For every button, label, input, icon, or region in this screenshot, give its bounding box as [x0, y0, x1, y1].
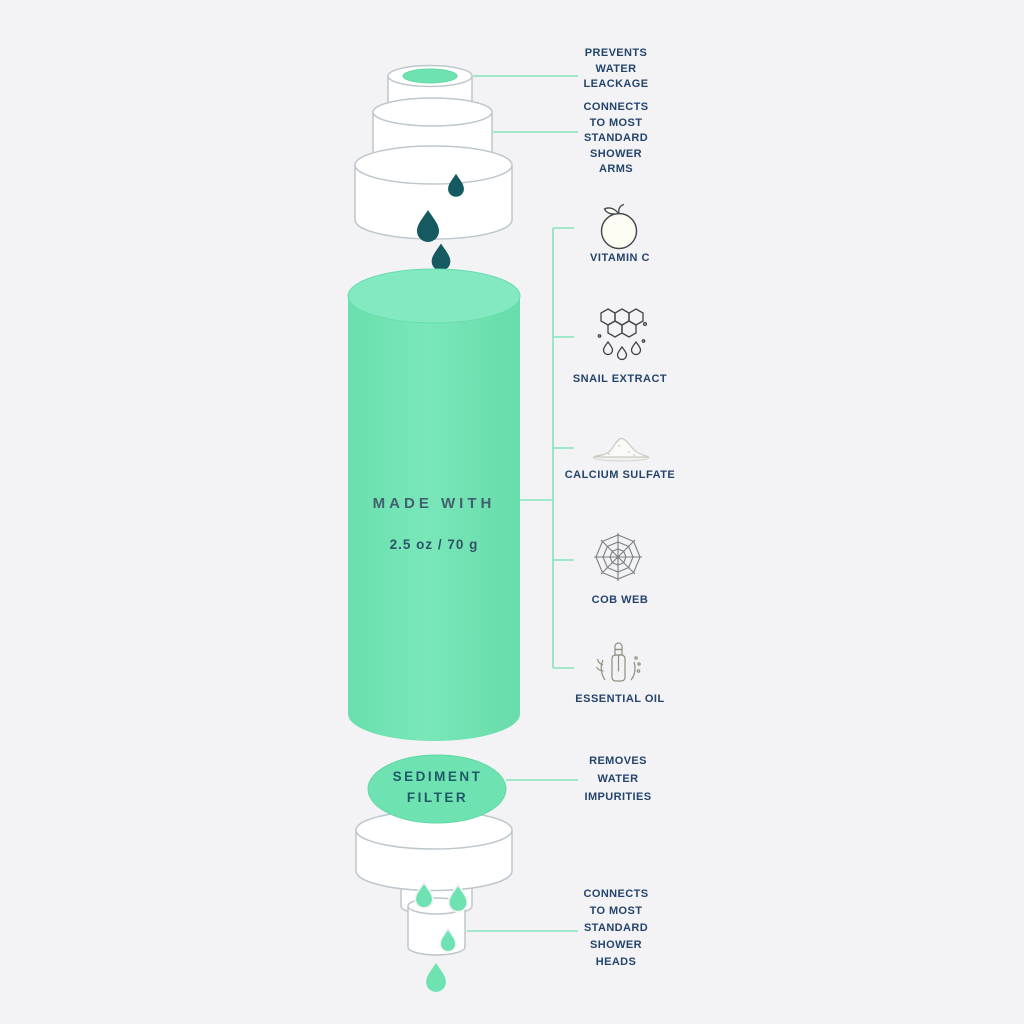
ingredient-label-essential-oil: ESSENTIAL OIL [575, 693, 665, 705]
orange-icon [594, 202, 644, 257]
sediment-filter-cap [367, 754, 507, 824]
callout-connects-shower-heads: CONNECTS TO MOST STANDARD SHOWER HEADS [583, 888, 649, 968]
callout-lines [467, 75, 578, 932]
ingredient-label-vitamin-c: VITAMIN C [590, 252, 650, 264]
filter-cartridge [347, 268, 521, 741]
ingredient-label-calcium-sulfate: CALCIUM SULFATE [564, 469, 676, 481]
honeycomb-drops-icon [596, 308, 648, 369]
made-with-heading: MADE WITH [372, 495, 496, 512]
callout-removes-impurities: REMOVES WATER IMPURITIES [584, 755, 652, 803]
ingredient-label-cob-web: COB WEB [591, 594, 649, 606]
ingredient-label-snail-extract: SNAIL EXTRACT [572, 373, 668, 385]
sediment-filter-label: SEDIMENT FILTER [392, 769, 483, 805]
shower-head-connector [355, 810, 513, 956]
callout-prevents-water-leakage: PREVENTS WATER LEACKAGE [583, 47, 649, 90]
spider-web-icon [590, 529, 646, 590]
powder-pile-icon [588, 424, 652, 469]
callout-connects-shower-arms: CONNECTS TO MOST STANDARD SHOWER ARMS [583, 101, 649, 175]
shower-arm-connector [354, 64, 513, 240]
dropper-bottle-icon [585, 638, 649, 695]
cartridge-weight: 2.5 oz / 70 g [389, 537, 479, 552]
